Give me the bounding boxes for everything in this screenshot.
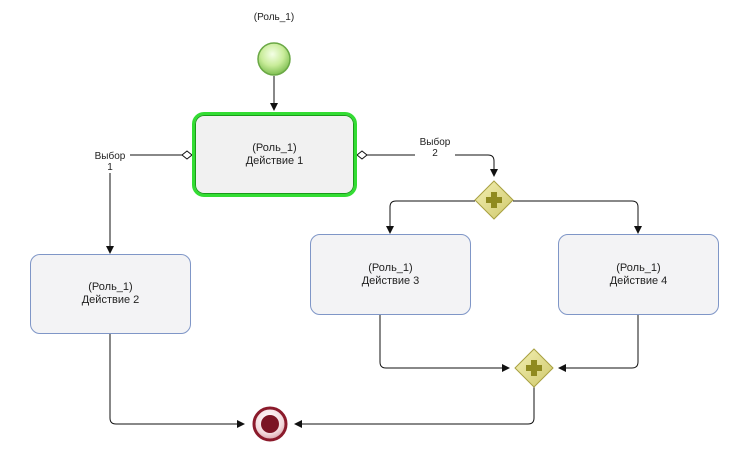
conditional-markers <box>181 150 368 160</box>
flow-choice2 <box>367 154 498 177</box>
task-name: Действие 4 <box>609 274 668 287</box>
flow-gateway-to-task4 <box>513 200 642 234</box>
task-role: (Роль_1) <box>368 261 413 274</box>
parallel-gateway-split[interactable] <box>474 180 514 220</box>
task-action-2[interactable]: (Роль_1) Действие 2 <box>30 254 191 334</box>
task-role: (Роль_1) <box>88 281 133 293</box>
start-event-label: (Роль_1) <box>253 12 295 23</box>
task-action-4[interactable]: (Роль_1) Действие 4 <box>558 234 719 315</box>
flow-task2-to-end <box>109 334 245 428</box>
sequence-flows <box>106 76 642 428</box>
task-role: (Роль_1) <box>252 141 297 154</box>
flow-gateway-to-task3 <box>386 200 475 234</box>
flow-task4-to-join <box>558 315 639 372</box>
task-action-1[interactable]: (Роль_1) Действие 1 <box>192 112 357 197</box>
task-name: Действие 2 <box>81 294 140 306</box>
flow-label-choice-2: Выбор 2 <box>415 137 455 159</box>
flow-join-to-end <box>294 387 535 428</box>
start-event[interactable] <box>257 42 291 76</box>
condition-marker-left <box>181 150 193 160</box>
plus-icon <box>486 192 502 208</box>
end-event[interactable] <box>252 406 288 442</box>
task-name: Действие 1 <box>245 154 304 167</box>
task-name: Действие 3 <box>361 274 420 287</box>
flow-task3-to-join <box>379 315 510 372</box>
task-role: (Роль_1) <box>616 261 661 274</box>
flow-label-choice-1: Выбор 1 <box>90 151 130 173</box>
condition-marker-right <box>356 150 368 160</box>
task-action-3[interactable]: (Роль_1) Действие 3 <box>310 234 471 315</box>
plus-icon <box>526 360 542 376</box>
parallel-gateway-join[interactable] <box>514 348 554 388</box>
